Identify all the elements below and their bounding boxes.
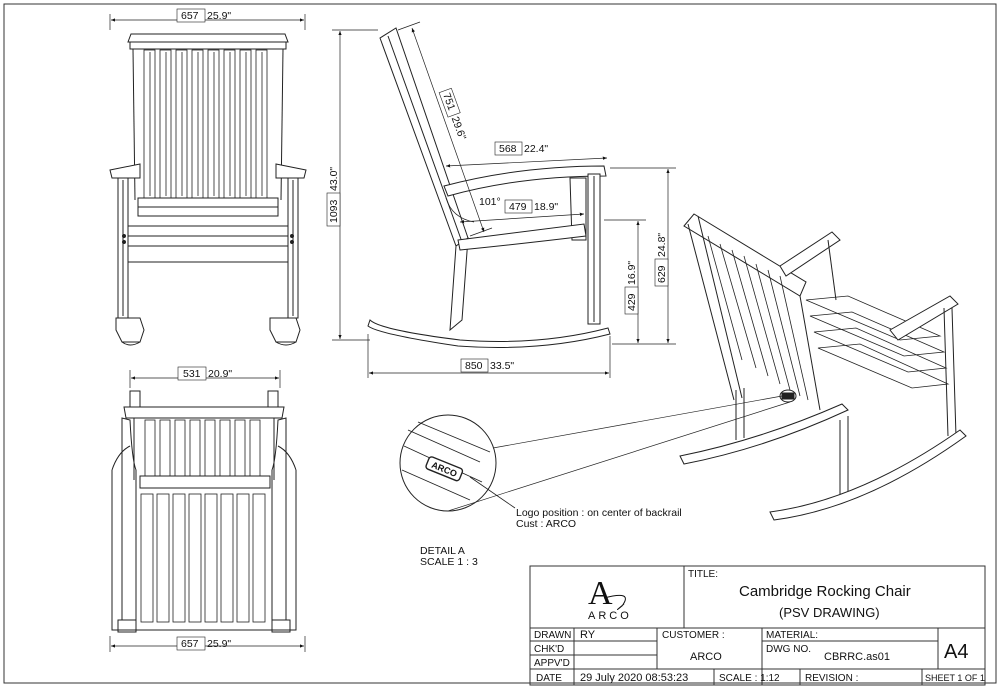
sheet-border: [3, 3, 997, 684]
overall-height-dimension: 1093 43.0": [326, 29, 378, 341]
front-width-in: 25.9": [207, 10, 231, 22]
seat-height-mm: 429: [626, 293, 638, 311]
rocker-length-mm: 850: [465, 360, 483, 372]
customer-label: CUSTOMER :: [662, 630, 725, 641]
front-width-mm: 657: [181, 10, 199, 22]
paper-size: A4: [944, 641, 968, 663]
bottom-width-dimension: 657 25.9": [109, 636, 306, 652]
material-label: MATERIAL:: [766, 630, 818, 641]
logo-plate: [425, 456, 464, 482]
drawing-title: Cambridge Rocking Chair: [739, 583, 911, 600]
title-label: TITLE:: [688, 569, 718, 580]
back-width-in: 20.9": [208, 368, 232, 380]
arm-height-dimension: 629 24.8": [610, 167, 676, 345]
bottom-width-in: 25.9": [207, 638, 231, 650]
detail-scale: SCALE 1 : 3: [420, 556, 478, 568]
drawing-subtitle: (PSV DRAWING): [779, 605, 880, 620]
side-view: [367, 27, 611, 348]
seat-height-in: 16.9": [626, 261, 638, 285]
arm-height-in: 24.8": [656, 233, 668, 257]
armrest-length-mm: 568: [499, 143, 517, 155]
date-value: 29 July 2020 08:53:23: [580, 672, 688, 684]
customer-note: Cust : ARCO: [516, 518, 576, 530]
back-view: [111, 390, 297, 633]
customer-value: ARCO: [690, 651, 722, 663]
rocker-length-in: 33.5": [490, 360, 514, 372]
sheet-label: SHEET 1 OF 1: [925, 673, 985, 683]
back-width-mm: 531: [183, 368, 201, 380]
detail-a: ARCO: [399, 395, 791, 512]
back-width-dimension: 531 20.9": [129, 366, 281, 388]
front-width-dimension: 657 25.9": [109, 8, 306, 30]
logo-name: ARCO: [588, 610, 632, 622]
seat-depth-mm: 479: [509, 201, 527, 213]
back-angle-dimension: 101°: [479, 196, 501, 208]
scale-label: SCALE : 1:12: [719, 673, 780, 684]
dwg-no-value: CBRRC.as01: [824, 651, 890, 663]
back-angle-label: 101°: [479, 196, 501, 208]
backrest-length-mm: 751: [440, 91, 457, 112]
front-view: [109, 33, 307, 346]
isometric-view: [679, 213, 967, 521]
title-block: A ARCO TITLE: Cambridge Rocking Chair (P…: [529, 565, 986, 686]
revision-label: REVISION :: [805, 673, 858, 684]
logo-position-note: Logo position : on center of backrail: [516, 507, 682, 519]
logo-letter: A: [588, 575, 613, 612]
overall-height-mm: 1093: [328, 199, 340, 223]
armrest-length-dimension: 568 22.4": [445, 141, 608, 168]
arco-logo: A ARCO: [588, 575, 632, 622]
rocker-length-dimension: 850 33.5": [367, 334, 611, 378]
backrest-length-in: 29.6": [449, 115, 469, 142]
drawn-label: DRAWN: [534, 630, 571, 641]
drawn-value: RY: [580, 629, 596, 641]
arm-height-mm: 629: [656, 265, 668, 283]
seat-height-dimension: 429 16.9": [604, 219, 646, 343]
approved-label: APPV'D: [534, 658, 570, 669]
dwg-no-label: DWG NO.: [766, 644, 811, 655]
checked-label: CHK'D: [534, 644, 564, 655]
armrest-length-in: 22.4": [524, 143, 548, 155]
seat-depth-dimension: 479 18.9": [459, 199, 585, 224]
bottom-width-mm: 657: [181, 638, 199, 650]
overall-height-in: 43.0": [328, 167, 340, 191]
seat-depth-in: 18.9": [534, 201, 558, 213]
date-label: DATE: [536, 673, 562, 684]
detail-title: DETAIL A: [420, 545, 465, 557]
